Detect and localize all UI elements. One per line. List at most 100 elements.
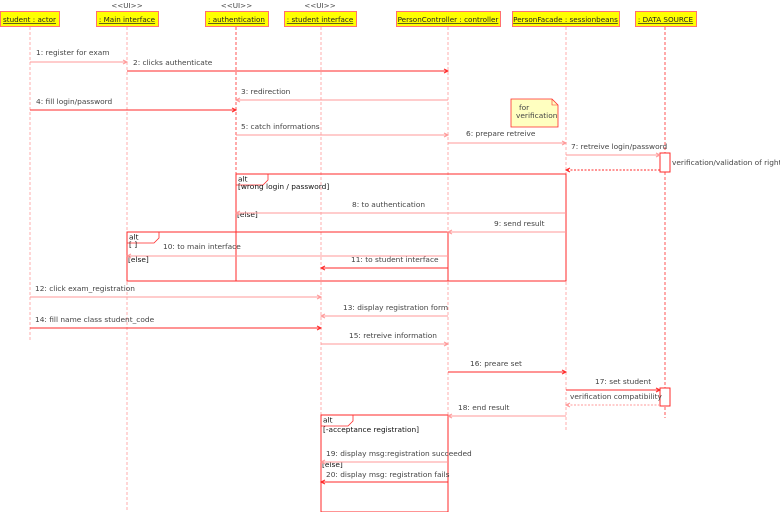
message-label: 12: click exam_registration <box>35 284 135 293</box>
note-fold <box>551 99 558 106</box>
message-label: 20: display msg: registration fails <box>326 470 450 479</box>
participant-name: : authentication <box>208 15 265 24</box>
message-label: verification/validation of rights <box>672 158 780 167</box>
participant-header: PersonFacade : sessionbeans <box>512 11 620 27</box>
stereotype-label: <<UI>> <box>221 1 252 10</box>
message-arrow: 19: display msg:registration succeeded <box>319 449 472 465</box>
frame-keyword: alt <box>323 416 333 425</box>
participant-header: PersonController : controller <box>396 11 501 27</box>
arrowhead-icon <box>443 341 450 347</box>
message-arrow: 2: clicks authenticate <box>127 58 450 74</box>
participant-name: : student interface <box>287 15 354 24</box>
message-arrow: 15: retreive information <box>321 331 450 347</box>
arrowhead-icon <box>231 107 238 113</box>
arrowhead-icon <box>316 294 323 300</box>
participant-header: : Main interface <box>96 11 159 27</box>
participant-header: : student interface <box>284 11 357 27</box>
participant-header: : DATA SOURCE <box>635 11 697 27</box>
message-label: 1: register for exam <box>36 48 109 57</box>
arrowhead-icon <box>655 152 662 158</box>
arrowhead-icon <box>319 459 326 465</box>
arrowhead-icon <box>316 325 323 331</box>
message-label: 2: clicks authenticate <box>133 58 213 67</box>
participant-name: PersonController : controller <box>398 15 499 24</box>
message-arrow: 14: fill name class student_code <box>30 315 323 331</box>
message-arrow: 5: catch informations <box>236 122 450 138</box>
message-label: 15: retreive information <box>349 331 437 340</box>
note-text: verification <box>516 111 558 120</box>
message-label: 4: fill login/password <box>36 97 113 106</box>
message-arrow: 18: end result <box>446 403 566 419</box>
stereotype-label: <<UI>> <box>111 1 142 10</box>
frame-guard: [-acceptance registration] <box>323 425 419 434</box>
activation-bar <box>659 387 671 407</box>
participant-box <box>0 11 60 27</box>
frame-guard: [ ] <box>129 240 137 249</box>
message-arrow: 9: send result <box>446 219 566 235</box>
frame-guard: [wrong login / password] <box>238 182 329 191</box>
participant-box <box>512 11 620 27</box>
arrowhead-icon <box>561 369 568 375</box>
frame-tab <box>236 174 269 186</box>
arrowhead-icon <box>319 479 326 485</box>
message-arrow: 10: to main interface <box>125 242 448 259</box>
message-label: 7: retreive login/password <box>571 142 667 151</box>
arrowhead-icon <box>655 387 662 393</box>
arrowhead-icon <box>319 265 326 271</box>
message-label: 14: fill name class student_code <box>35 315 155 324</box>
arrowhead-icon <box>125 253 132 259</box>
arrowhead-icon <box>564 402 571 408</box>
participant-header: : authentication <box>205 11 269 27</box>
participant-header: student : actor <box>0 11 60 27</box>
arrowhead-icon <box>446 413 453 419</box>
message-arrow: 13: display registration form <box>319 303 448 319</box>
message-arrow: 16: preare set <box>448 359 568 375</box>
arrowhead-icon <box>561 140 568 146</box>
participant-name: : DATA SOURCE <box>638 15 694 24</box>
participant-box <box>284 11 357 27</box>
participant-name: PersonFacade : sessionbeans <box>513 15 618 24</box>
arrowhead-icon <box>443 68 450 74</box>
participant-box <box>96 11 159 27</box>
message-arrow: 6: prepare retreive <box>448 129 568 146</box>
note-box <box>510 98 559 128</box>
message-arrow: 7: retreive login/password <box>566 142 667 158</box>
message-label: 11: to student interface <box>351 255 439 264</box>
stereotype-label: <<UI>> <box>304 1 335 10</box>
participant-box <box>635 11 697 27</box>
message-label: 9: send result <box>494 219 545 228</box>
note-text: for <box>519 103 530 112</box>
message-arrow: verification/validation of rights <box>564 158 780 173</box>
message-arrow: 12: click exam_registration <box>30 284 323 300</box>
message-label: 13: display registration form <box>343 303 448 312</box>
frame-else: [else] <box>322 460 343 469</box>
message-arrow: verification compatibility <box>564 392 662 408</box>
arrowhead-icon <box>234 97 241 103</box>
message-label: 10: to main interface <box>163 242 241 251</box>
alt-frame <box>320 414 449 512</box>
participant-name: : Main interface <box>99 15 156 24</box>
message-label: 6: prepare retreive <box>466 129 536 138</box>
message-label: 19: display msg:registration succeeded <box>326 449 472 458</box>
message-arrow: 1: register for exam <box>30 48 129 65</box>
message-arrow: 20: display msg: registration fails <box>319 470 450 485</box>
message-label: verification compatibility <box>570 392 662 401</box>
message-label: 8: to authentication <box>352 200 425 209</box>
participant-name: student : actor <box>3 15 56 24</box>
arrowhead-icon <box>122 59 129 65</box>
message-label: 3: redirection <box>241 87 291 96</box>
arrowhead-icon <box>443 132 450 138</box>
participant-box <box>205 11 269 27</box>
arrowhead-icon <box>564 167 571 173</box>
frame-tab <box>321 415 354 427</box>
message-arrow: 8: to authentication <box>234 200 566 216</box>
activation-bar <box>659 152 671 173</box>
arrowhead-icon <box>446 229 453 235</box>
frame-else: [else] <box>128 255 149 264</box>
message-label: 17: set student <box>595 377 651 386</box>
message-label: 5: catch informations <box>241 122 320 131</box>
message-label: 16: preare set <box>470 359 522 368</box>
frame-else: [else] <box>237 210 258 219</box>
frame-tab <box>127 232 160 244</box>
